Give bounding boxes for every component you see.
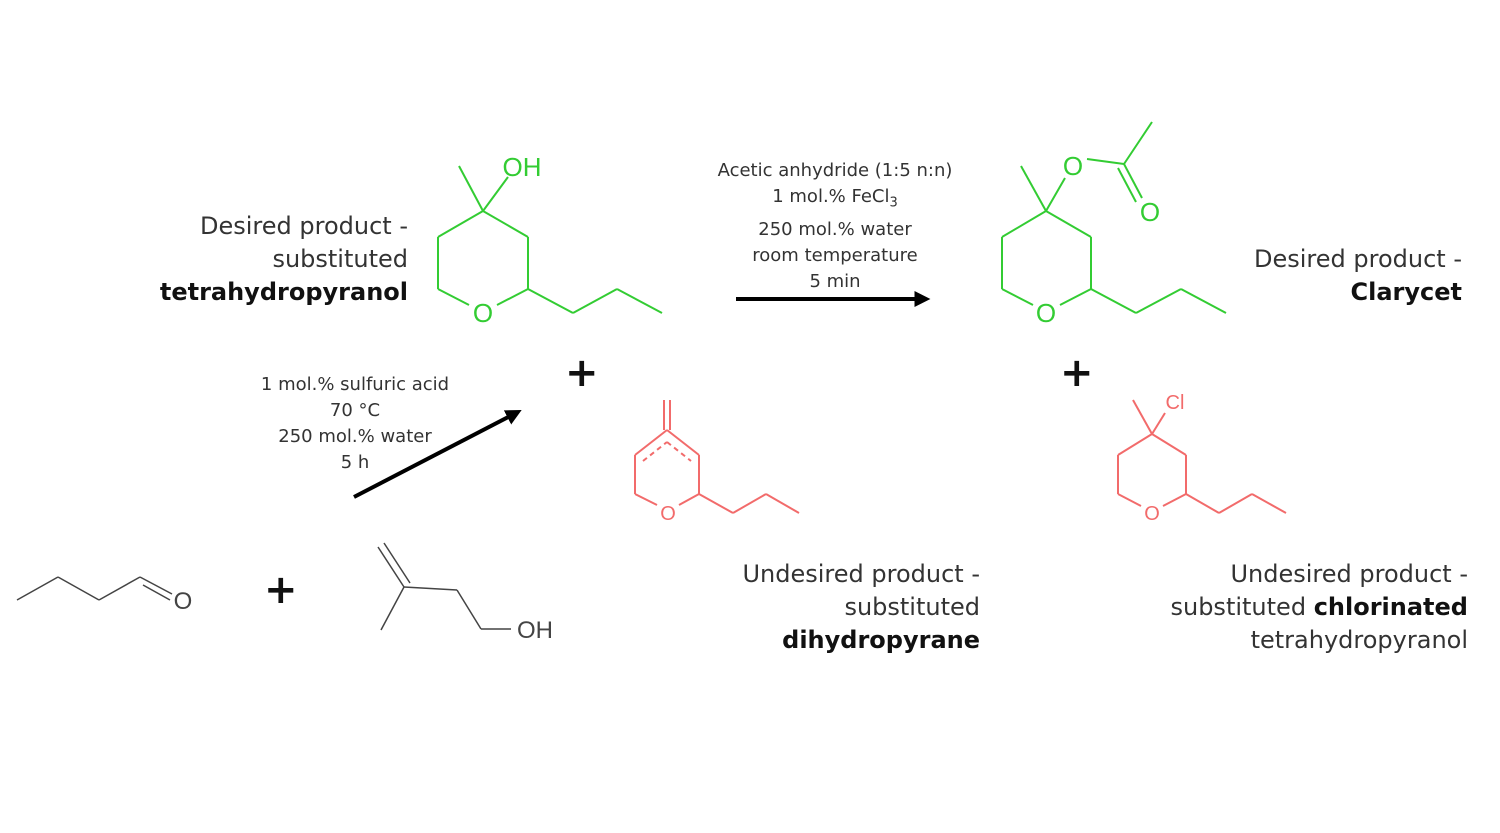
clarycet-structure [1001,121,1227,314]
step1-conditions: 1 mol.% sulfuric acid 70 °C 250 mol.% wa… [260,374,450,473]
plus-sign-products-1: + [565,350,599,396]
chlorinated-thp-structure [1117,399,1287,514]
plus-sign-products-2: + [1060,350,1094,396]
ring-oxygen-label: O [473,298,493,328]
thp-label: Desired product - substituted tetrahydro… [159,212,408,306]
aldehyde-oxygen-label: O [174,588,193,615]
tetrahydropyranol-structure [437,165,663,314]
dihydropyrane-label: Undesired product - substituted dihydrop… [742,560,980,654]
plus-sign-reactants: + [264,567,298,613]
ester-oxygen-label: O [1063,151,1083,181]
clarycet-label: Desired product - Clarycet [1254,245,1462,306]
dhp-ring-oxygen-label: O [660,503,676,525]
step2-conditions: Acetic anhydride (1:5 n:n) 1 mol.% FeCl3… [717,160,953,292]
butanal-structure [16,576,173,601]
chloro-ring-oxygen-label: O [1144,503,1160,525]
chlorinated-thp-label: Undesired product - substituted chlorina… [1170,560,1468,654]
step1-arrow [353,410,522,499]
chlorine-label: Cl [1166,392,1185,414]
hydroxyl-label: OH [503,152,542,182]
dihydropyrane-structure [634,400,800,514]
isoprenol-structure [377,542,511,631]
carbonyl-oxygen-label: O [1140,197,1160,227]
alcohol-hydroxyl-label: OH [517,617,553,644]
clarycet-ring-oxygen-label: O [1036,298,1056,328]
